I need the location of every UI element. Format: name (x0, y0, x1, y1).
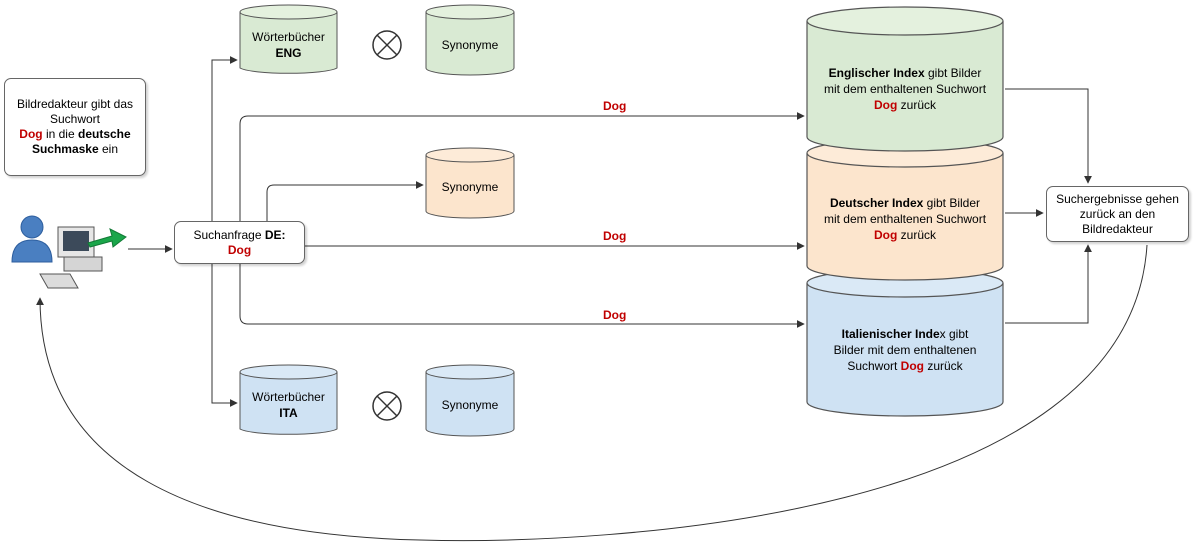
index-de-label: Deutscher Index gibt Bilder mit dem enth… (823, 196, 987, 242)
index-eng-label: Englischer Index gibt Bilder mit dem ent… (823, 66, 987, 112)
cross-circle-icon (372, 30, 402, 60)
synonyms-ita-label: Synonyme (441, 398, 499, 412)
synonyms-de-cylinder (425, 147, 515, 219)
user-computer-icon (11, 215, 127, 289)
edge-to-index-eng (239, 112, 805, 221)
dictionary-ita-cylinder (239, 364, 338, 435)
index-ita-cylinder (806, 268, 1004, 417)
start-instruction-box: Bildredakteur gibt das Suchwort Dog in d… (4, 78, 146, 176)
edge-label-eng: Dog (603, 99, 627, 113)
synonyms-de-label: Synonyme (441, 180, 499, 194)
results-box: Suchergebnisse gehen zurück an den Bildr… (1046, 186, 1189, 242)
edge-index-ita-to-results (1005, 244, 1092, 324)
synonyms-eng-cylinder (425, 4, 515, 76)
synonyms-eng-label: Synonyme (441, 38, 499, 52)
synonyms-ita-cylinder (425, 364, 515, 437)
edge-label-ita: Dog (603, 308, 627, 322)
edge-query-to-dict-eng (211, 56, 238, 221)
edge-label-de: Dog (603, 229, 627, 243)
edge-query-to-dict-ita (211, 264, 238, 407)
cross-circle-icon (372, 391, 402, 421)
edge-to-index-ita (239, 264, 805, 328)
index-eng-cylinder (806, 6, 1004, 152)
edge-results-to-user (36, 244, 1148, 542)
index-ita-label: Italienischer Index gibt Bilder mit dem … (833, 327, 977, 373)
dictionary-eng-cylinder (239, 4, 338, 74)
query-box: Suchanfrage DE: Dog (174, 221, 305, 264)
edge-index-eng-to-results (1005, 88, 1092, 184)
edge-to-synonyms-de (266, 181, 424, 221)
